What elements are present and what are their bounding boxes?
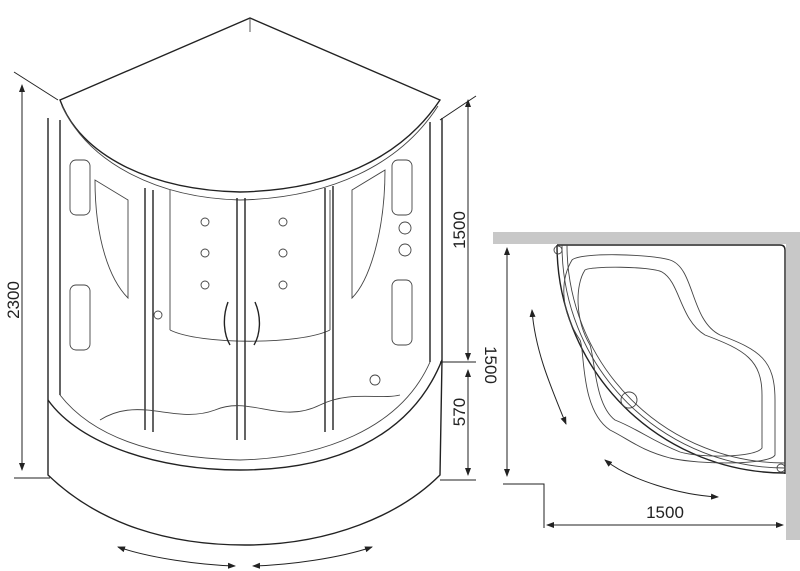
wall-right bbox=[786, 232, 800, 540]
dimension-plan-1500-depth: 1500 bbox=[481, 346, 500, 384]
dimension-570: 570 bbox=[450, 398, 469, 426]
cabin-right-frame bbox=[429, 118, 443, 362]
tray-outer-contour bbox=[563, 254, 776, 464]
cabin-left-frame bbox=[47, 118, 61, 400]
wall-top bbox=[493, 232, 800, 244]
tray-inner-contour bbox=[577, 266, 763, 457]
cabin-roof bbox=[59, 17, 442, 193]
cabin-perspective-view bbox=[13, 17, 477, 569]
drain-icon bbox=[620, 391, 638, 409]
dimension-2300: 2300 bbox=[4, 281, 23, 319]
massage-jets bbox=[153, 217, 412, 386]
dimension-plan-1500-width: 1500 bbox=[646, 503, 684, 522]
plan-glass-arc bbox=[556, 244, 786, 474]
cabin-tray bbox=[47, 359, 443, 471]
dimension-1500-height: 1500 bbox=[450, 211, 469, 249]
cabin-plan-view bbox=[493, 232, 800, 540]
